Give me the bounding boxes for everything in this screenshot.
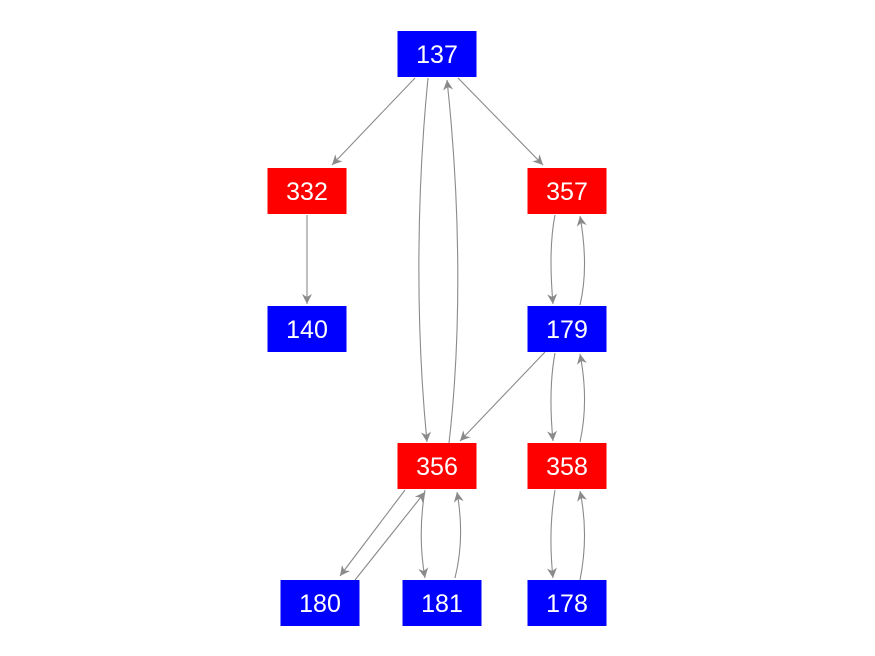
node-box bbox=[527, 168, 607, 214]
node-label: 140 bbox=[286, 316, 328, 344]
node-label: 356 bbox=[416, 453, 458, 481]
node-137[interactable]: 137 bbox=[397, 31, 477, 77]
node-box bbox=[267, 168, 347, 214]
edge-358-to-179 bbox=[576, 353, 587, 443]
node-label: 358 bbox=[546, 453, 588, 481]
edge-179-to-357 bbox=[576, 215, 587, 306]
node-label: 181 bbox=[421, 590, 463, 618]
edge-356-to-137 bbox=[443, 79, 459, 444]
edge-179-to-356 bbox=[459, 351, 546, 442]
node-box bbox=[397, 31, 477, 77]
node-box bbox=[527, 306, 607, 352]
node-180[interactable]: 180 bbox=[280, 580, 360, 626]
node-box bbox=[280, 580, 360, 626]
node-label: 137 bbox=[416, 41, 458, 69]
nodes: 137 332 357 140 179 356 358 180 181 178 bbox=[267, 31, 607, 626]
edge-356-to-181 bbox=[418, 489, 429, 579]
edge-356-to-180 bbox=[339, 489, 406, 577]
node-box bbox=[402, 580, 482, 626]
node-179[interactable]: 179 bbox=[527, 306, 607, 352]
node-label: 179 bbox=[546, 316, 588, 344]
node-358[interactable]: 358 bbox=[527, 443, 607, 489]
node-332[interactable]: 332 bbox=[267, 168, 347, 214]
node-178[interactable]: 178 bbox=[527, 580, 607, 626]
node-181[interactable]: 181 bbox=[402, 580, 482, 626]
node-357[interactable]: 357 bbox=[527, 168, 607, 214]
node-box bbox=[527, 580, 607, 626]
edges bbox=[302, 77, 587, 581]
node-356[interactable]: 356 bbox=[397, 443, 477, 489]
edge-137-to-357 bbox=[457, 77, 544, 166]
edge-178-to-358 bbox=[577, 490, 587, 581]
edge-181-to-356 bbox=[453, 491, 464, 579]
edge-180-to-356 bbox=[354, 491, 426, 581]
node-label: 178 bbox=[546, 590, 588, 618]
node-140[interactable]: 140 bbox=[267, 306, 347, 352]
node-label: 332 bbox=[286, 178, 328, 206]
node-box bbox=[267, 306, 347, 352]
edge-358-to-178 bbox=[546, 489, 557, 579]
edge-357-to-179 bbox=[547, 214, 558, 305]
edge-137-to-332 bbox=[331, 77, 416, 166]
edge-137-to-356 bbox=[418, 77, 431, 443]
edge-179-to-358 bbox=[547, 352, 558, 442]
node-box bbox=[397, 443, 477, 489]
node-label: 180 bbox=[299, 590, 341, 618]
node-label: 357 bbox=[546, 178, 588, 206]
node-box bbox=[527, 443, 607, 489]
